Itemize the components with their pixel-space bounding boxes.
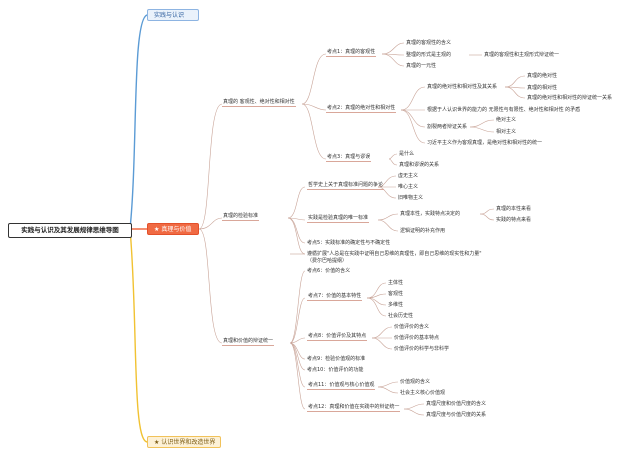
node-p4-a1[interactable]: 虚无主义: [398, 173, 419, 179]
node-p12-a[interactable]: 真理尺度和价值尺度的含义: [426, 401, 487, 407]
node-p1[interactable]: 考点1：真理的客观性: [326, 49, 377, 57]
node-p8-b[interactable]: 价值评价的基本特点: [394, 335, 440, 341]
node-p2-c1[interactable]: 绝对主义: [496, 117, 517, 123]
topic-understand-and-transform-world-label: 认识世界和改造世界: [161, 439, 216, 446]
node-p3[interactable]: 考点3：真理与谬误: [326, 154, 372, 162]
node-p4-a[interactable]: 哲学史上关于真理标准问题的争论: [307, 182, 385, 190]
node-p4-b2[interactable]: 逻辑证明的补充作用: [400, 228, 446, 234]
node-p4-b1a[interactable]: 真理的本性来看: [496, 206, 532, 212]
node-p2-c[interactable]: 割裂两者辩证关系: [427, 124, 468, 130]
node-p8[interactable]: 考点8：价值评价及其特点: [307, 333, 368, 341]
node-p7-d[interactable]: 社会历史性: [388, 313, 414, 319]
node-p5-a[interactable]: 遵循扩展"人总是在实践中证明自己思维的真理性，即自己思维的现实性和力量": [307, 251, 482, 257]
topic-understand-and-transform-world[interactable]: ★认识世界和改造世界: [147, 436, 221, 448]
node-p5-b[interactable]: （费尔巴哈提纲）: [307, 258, 348, 264]
node-p11-b[interactable]: 社会主义核心价值观: [400, 390, 446, 396]
star-icon: ★: [154, 226, 160, 233]
node-p9[interactable]: 考点9：检验价值观的标准: [307, 356, 366, 362]
node-p2-a3[interactable]: 真理的绝对性和相对性的辩证统一关系: [527, 95, 613, 101]
node-p12-b[interactable]: 真理尺度与价值尺度的关系: [426, 412, 487, 418]
node-p4-b[interactable]: 实践是检验真理的唯一标准: [307, 215, 370, 223]
node-p4-a3[interactable]: 旧唯物主义: [398, 195, 424, 201]
node-p11[interactable]: 考点11：价值观与核心价值观: [307, 382, 376, 390]
node-p1-a[interactable]: 真理的客观性的含义: [406, 40, 452, 46]
node-p3-a[interactable]: 是什么: [399, 151, 415, 157]
node-p5[interactable]: 考点5：实践标准的确定性与不确定性: [307, 240, 391, 246]
node-p2-a1[interactable]: 真理的绝对性: [527, 73, 558, 79]
node-p2[interactable]: 考点2：真理的绝对性和相对性: [326, 105, 397, 113]
node-p2-d[interactable]: 习近平主义作为客观真理，是绝对性和相对性的统一: [427, 140, 543, 146]
node-p1-b1[interactable]: 真理的客观性和主观形式辩证统一: [484, 52, 560, 58]
node-p7-a[interactable]: 主体性: [388, 280, 404, 286]
root-to-bottom-branch: [129, 228, 148, 443]
node-p8-a[interactable]: 价值评价的含义: [394, 324, 430, 330]
topic-truth-and-value-label: 真理与价值: [161, 226, 192, 233]
node-p2-b[interactable]: 根据于人认识世界的能力的 无限性与有限性、绝对性和相对性 的矛盾: [427, 107, 581, 113]
node-p7-c[interactable]: 多维性: [388, 302, 404, 308]
node-p1-c[interactable]: 真理的一元性: [406, 63, 437, 69]
star-icon: ★: [154, 439, 160, 446]
topic-truth-and-value[interactable]: ★真理与价值: [147, 223, 199, 235]
node-p1-b[interactable]: 整理的形式是主观的: [406, 52, 452, 58]
node-p7[interactable]: 考点7：价值的基本特性: [307, 293, 363, 301]
node-p2-c2[interactable]: 相对主义: [496, 129, 517, 135]
node-p6[interactable]: 考点6：价值的含义: [307, 268, 351, 274]
node-p11-a[interactable]: 价值观的含义: [400, 379, 431, 385]
topic-practice-and-cognition[interactable]: 实践与认识: [147, 9, 199, 21]
root-to-top-branch: [129, 14, 148, 230]
node-p3-b[interactable]: 真理和谬误的关系: [399, 162, 440, 168]
node-p2-a2[interactable]: 真理的相对性: [527, 85, 558, 91]
node-p4-a2[interactable]: 唯心主义: [398, 184, 419, 190]
branch-truth-objectivity[interactable]: 真理的 客观性、绝对性和相对性: [222, 99, 296, 107]
branch-truth-value-unity[interactable]: 真理和价值的辩证统一: [222, 338, 275, 346]
node-p2-a[interactable]: 真理的绝对性和相对性及其关系: [427, 84, 498, 90]
branch-truth-test[interactable]: 真理的检验标准: [222, 213, 260, 221]
node-p4-b1[interactable]: 真理本性，实践特点决定的: [400, 211, 461, 217]
node-p10[interactable]: 考点10：价值评价的功能: [307, 367, 364, 373]
node-p12[interactable]: 考点12：真理和价值在实践中的辩证统一: [307, 404, 401, 412]
node-p8-c[interactable]: 价值评价的科学与非科学: [394, 346, 450, 352]
root-node[interactable]: 实践与认识及其发展规律思维导图: [8, 223, 132, 238]
node-p4-b1b[interactable]: 实践的特点来看: [496, 217, 532, 223]
node-p7-b[interactable]: 客观性: [388, 291, 404, 297]
